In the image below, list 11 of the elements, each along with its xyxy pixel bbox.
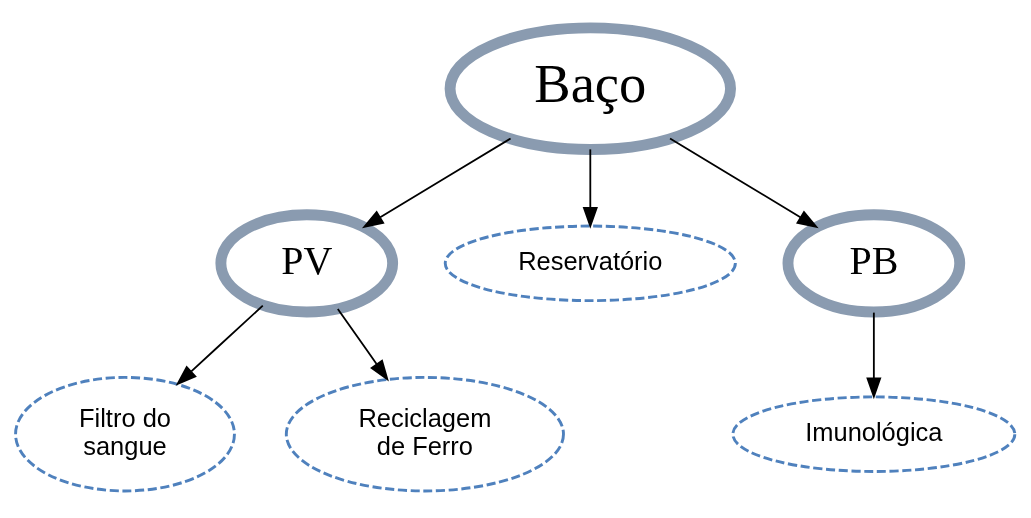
- arrow: [175, 304, 264, 386]
- arrow: [669, 137, 819, 228]
- node-ellipse: Imunológica: [731, 394, 1017, 473]
- arrow: [336, 307, 389, 381]
- node-ellipse: Reservatório: [443, 224, 737, 302]
- arrow: [362, 137, 512, 228]
- node-ellipse: Baço: [444, 21, 736, 155]
- node-ellipse: Reciclagem de Ferro: [284, 375, 565, 492]
- arrow: [866, 311, 882, 399]
- arrow: [582, 147, 598, 229]
- node-ellipse: Filtro do sangue: [14, 375, 236, 492]
